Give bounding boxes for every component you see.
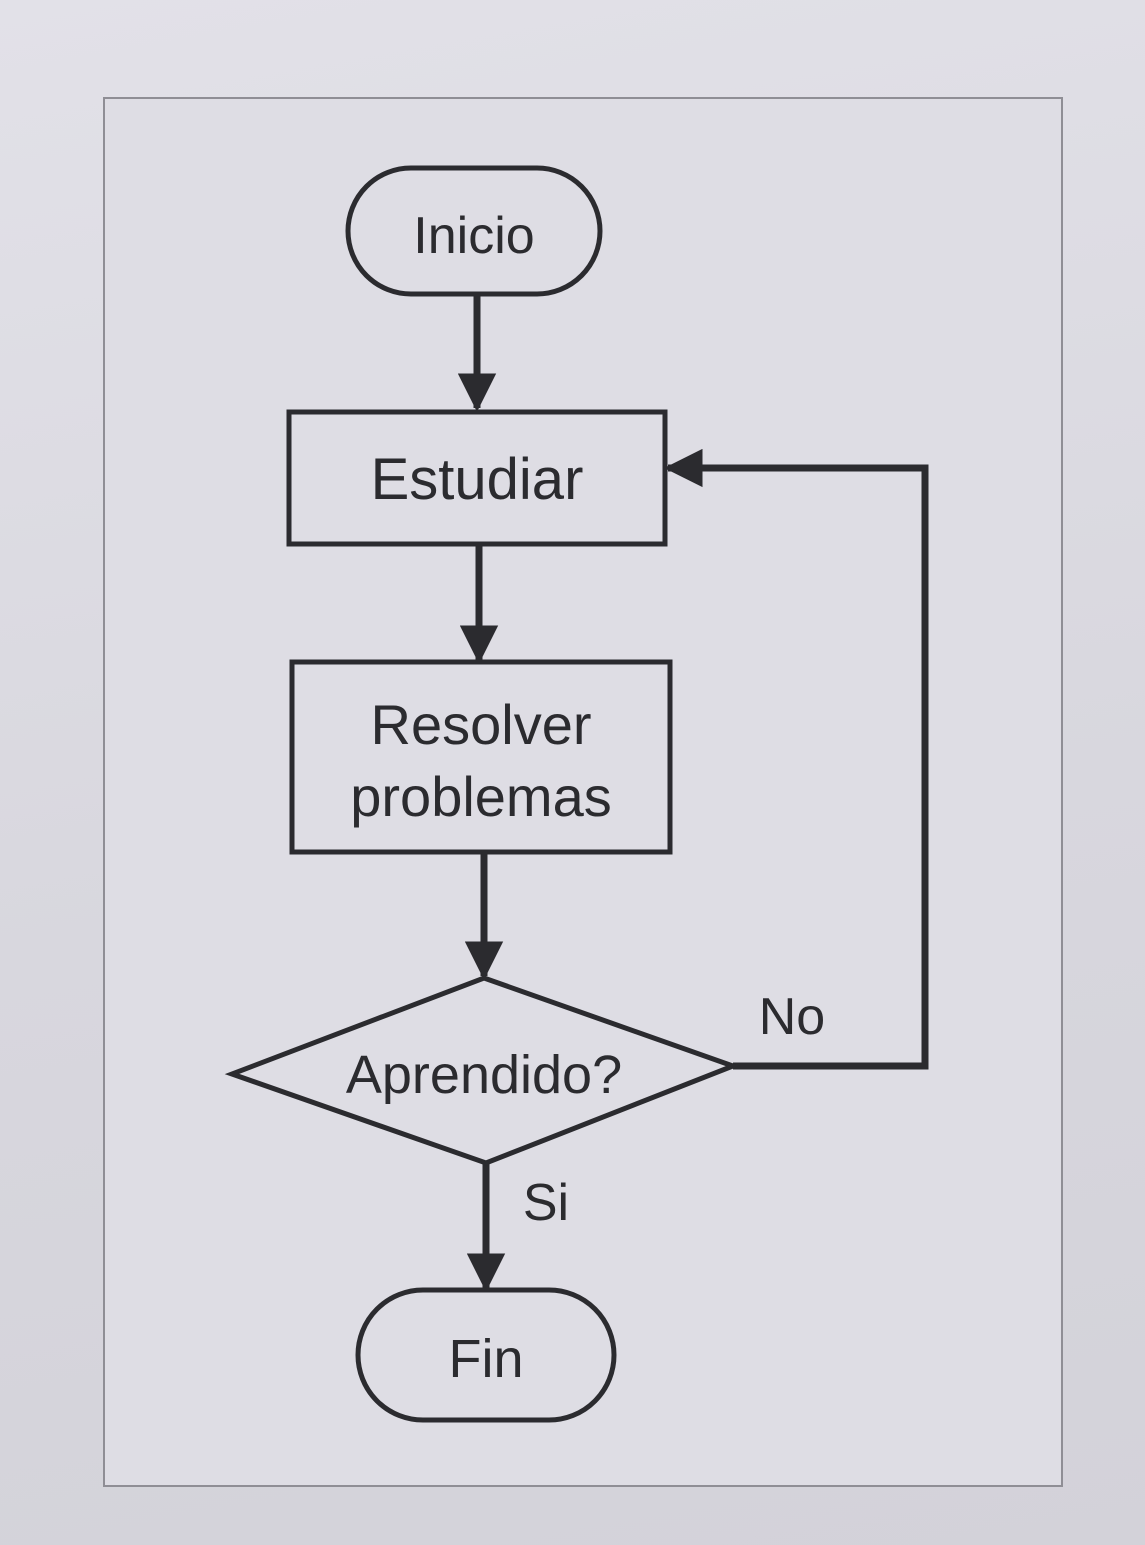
node-start-terminal xyxy=(345,165,603,297)
node-solve-process xyxy=(289,659,673,855)
edge-decision-no-loop xyxy=(664,448,929,1070)
node-solve-label-line-2: problemas xyxy=(350,765,611,828)
node-start-label: Inicio xyxy=(413,207,534,265)
edge-label-yes: Si xyxy=(523,1174,569,1232)
node-end-label: Fin xyxy=(448,1329,523,1389)
node-study-label: Estudiar xyxy=(371,447,584,512)
node-end-terminal xyxy=(355,1287,617,1423)
node-decision-label: Aprendido? xyxy=(346,1045,622,1105)
node-study-process xyxy=(286,409,668,547)
node-solve-label-line-1: Resolver xyxy=(371,693,592,756)
node-decision-diamond xyxy=(224,975,741,1166)
edge-label-no: No xyxy=(759,988,825,1046)
